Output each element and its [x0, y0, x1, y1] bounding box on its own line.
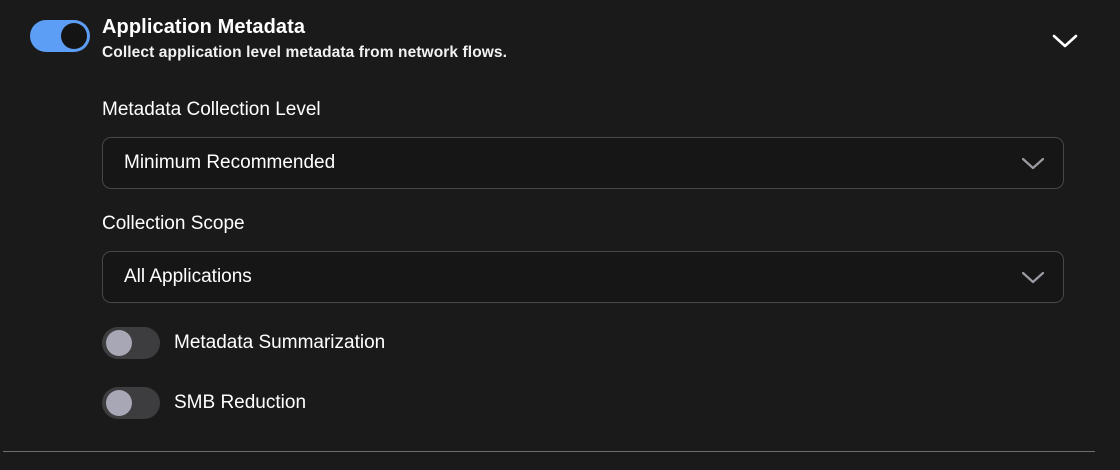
collection-scope-label: Collection Scope: [102, 213, 245, 234]
application-metadata-toggle[interactable]: [30, 20, 90, 52]
section-divider: [3, 451, 1095, 452]
metadata-summarization-label: Metadata Summarization: [174, 332, 386, 353]
smb-reduction-toggle[interactable]: [102, 387, 160, 419]
chevron-down-icon: [1021, 252, 1045, 302]
collection-scope-value: All Applications: [124, 266, 252, 287]
chevron-down-icon: [1052, 33, 1078, 49]
toggle-knob: [106, 390, 132, 416]
section-subtitle: Collect application level metadata from …: [102, 44, 508, 61]
toggle-knob: [61, 23, 87, 49]
toggle-knob: [106, 330, 132, 356]
collapse-section-button[interactable]: [1048, 24, 1082, 58]
page-title: Application Metadata: [102, 16, 306, 38]
header-text-block: Application Metadata Collect application…: [102, 14, 507, 64]
metadata-collection-level-label: Metadata Collection Level: [102, 99, 321, 120]
collection-scope-select[interactable]: All Applications: [102, 251, 1064, 303]
metadata-collection-level-value: Minimum Recommended: [124, 152, 336, 173]
metadata-summarization-toggle[interactable]: [102, 327, 160, 359]
metadata-collection-level-select[interactable]: Minimum Recommended: [102, 137, 1064, 189]
smb-reduction-label: SMB Reduction: [174, 392, 307, 413]
chevron-down-icon: [1021, 138, 1045, 188]
section-header: Application Metadata Collect application…: [0, 0, 1120, 78]
